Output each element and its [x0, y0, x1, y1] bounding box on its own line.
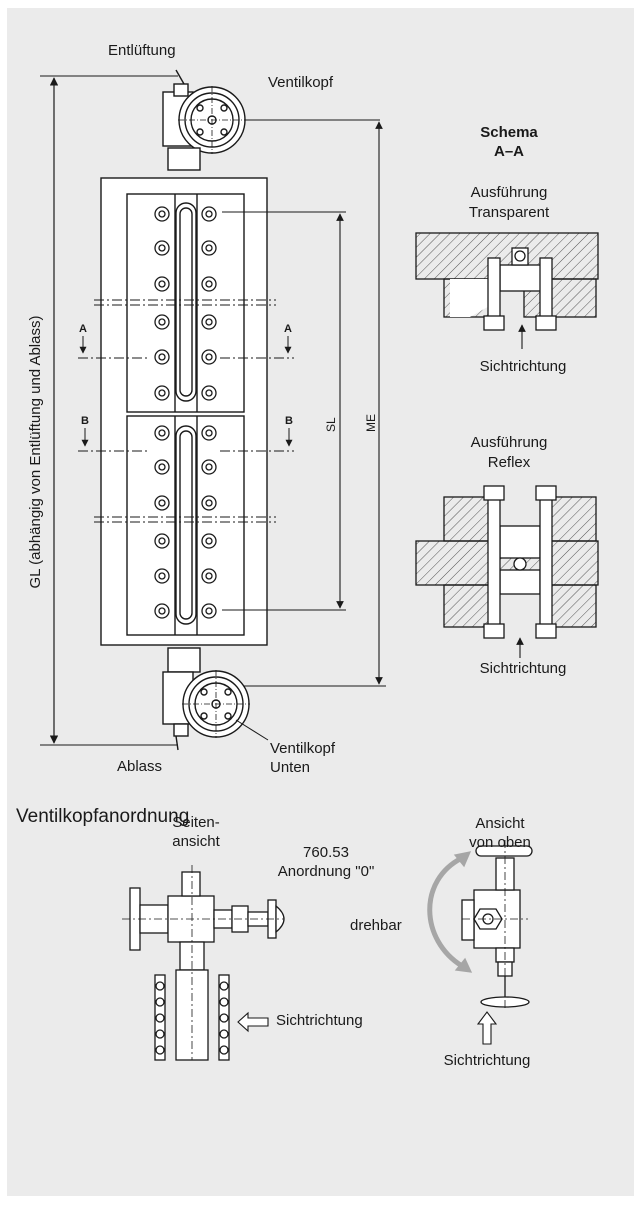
reflex-title-2: Reflex: [487, 454, 531, 471]
label-valve-head-bottom-2: Unten: [270, 759, 311, 776]
side-view-direction: Sichtrichtung: [276, 1012, 363, 1029]
top-view-direction: Sichtrichtung: [443, 1052, 531, 1069]
rotatable-label: drehbar: [350, 917, 402, 934]
schema-reflex: [415, 485, 599, 658]
schema-title-1: Schema: [480, 124, 538, 141]
dimension-gl: GL (abhängig von Entlüftung und Ablass): [27, 315, 44, 589]
main-gauge-view: [40, 69, 386, 751]
schema-title-2: A–A: [493, 143, 525, 160]
top-valve-head: [162, 69, 380, 171]
top-view-drawing: [427, 840, 533, 1045]
schema-transparent: [415, 232, 599, 349]
label-drain: Ablass: [117, 758, 163, 775]
upper-glass-section: [126, 193, 245, 413]
label-valve-head-bottom-1: Ventilkopf: [270, 740, 336, 757]
model-arrangement: Anordnung "0": [277, 863, 375, 880]
lower-glass-section: [126, 415, 245, 636]
dimension-sl: SL: [324, 417, 338, 432]
label-vent: Entlüftung: [108, 42, 176, 59]
reflex-view-direction: Sichtrichtung: [479, 660, 567, 677]
section-a-left: A: [79, 323, 87, 335]
section-b-left: B: [81, 415, 89, 427]
reflex-title-1: Ausführung: [470, 434, 548, 451]
dimension-me: ME: [364, 414, 378, 432]
label-valve-head-top: Ventilkopf: [268, 74, 334, 91]
section-b-right: B: [285, 415, 293, 427]
transparent-title-1: Ausführung: [470, 184, 548, 201]
bottom-valve-head: [162, 647, 269, 751]
transparent-view-direction: Sichtrichtung: [479, 358, 567, 375]
arrangement-heading: Ventilkopfanordnung: [16, 806, 190, 827]
side-view-title-2: ansicht: [172, 833, 220, 850]
model-number: 760.53: [303, 844, 349, 861]
side-view-title-1: Seiten-: [172, 814, 220, 831]
plate-bolts: [154, 206, 217, 619]
section-a-right: A: [284, 323, 292, 335]
top-view-title-1: Ansicht: [475, 815, 525, 832]
transparent-title-2: Transparent: [468, 204, 550, 221]
side-view-drawing: [122, 865, 285, 1061]
top-view-title-2: von oben: [469, 834, 531, 851]
